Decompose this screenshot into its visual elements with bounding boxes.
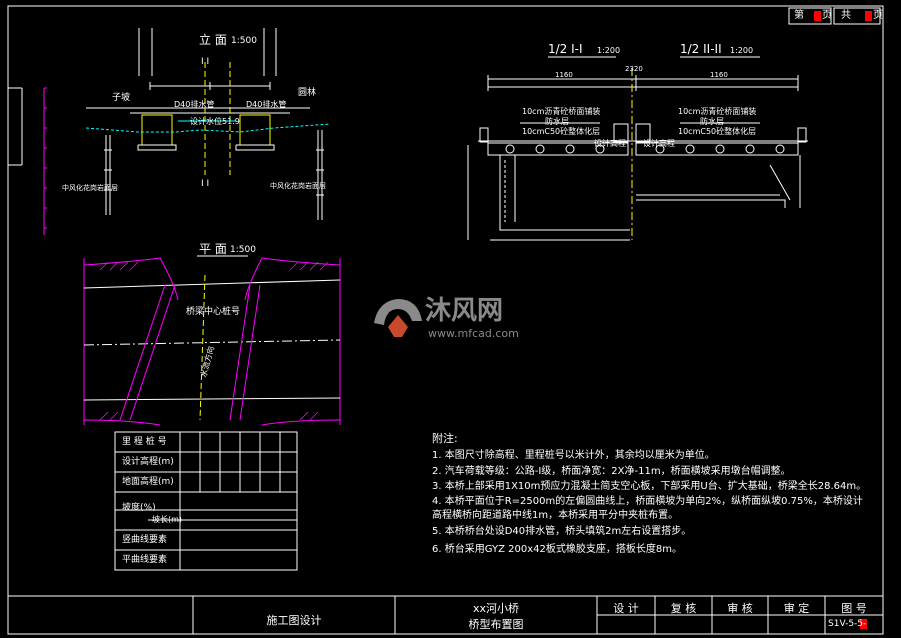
- project-name: xx河小桥: [472, 602, 520, 615]
- watermark-brand: 沐风网: [425, 296, 504, 326]
- rock-note-left: 中风化花岗岩面层: [62, 184, 118, 192]
- left-design-elev: 设计高程: [594, 139, 626, 148]
- section-right-scale: 1:200: [730, 46, 754, 55]
- note-1: 1. 本图尺寸除高程、里程桩号以米计外，其余均以厘米为单位。: [432, 450, 715, 461]
- table-row-length: 坡长(m): [152, 515, 183, 524]
- notes-heading: 附注:: [432, 432, 458, 445]
- drawing-name: 桥型布置图: [468, 618, 524, 631]
- right-layer-3: 10cmC50砼整体化层: [678, 127, 757, 136]
- watermark-logo-icon: [374, 299, 422, 337]
- drawing-no: S1V-5-5-: [828, 619, 867, 629]
- note-4-cont: 高程横桥向距道路中线1m，本桥采用平分中夹桩布置。: [432, 510, 679, 521]
- left-layer-3: 10cmC50砼整体化层: [522, 127, 601, 136]
- drawing-no-label: 图 号: [841, 602, 867, 615]
- design-stage: 施工图设计: [266, 614, 322, 627]
- table-row-stake: 里 程 桩 号: [122, 437, 167, 447]
- section-left-title: 1/2 I-I: [548, 42, 583, 56]
- note-5: 5. 本桥桥台处设D40排水管，桥头填筑2m左右设置搭步。: [432, 526, 692, 537]
- approve-label: 审 定: [783, 602, 810, 615]
- table-row-ground-elev: 地面高程(m): [122, 477, 174, 487]
- review-label: 复 核: [670, 602, 697, 615]
- left-layer-2: 防水层: [545, 117, 569, 126]
- table-row-vcurve: 竖曲线要素: [122, 535, 168, 545]
- page-label: 第: [794, 10, 804, 21]
- total-label: 共: [841, 10, 851, 21]
- drain-left-label: D40排水管: [174, 100, 215, 109]
- right-layer-2: 防水层: [700, 117, 724, 126]
- dim-left: 1160: [555, 71, 573, 79]
- elevation-scale: 1:500: [231, 36, 257, 46]
- rock-note-right: 中风化花岗岩面层: [270, 182, 326, 190]
- water-level-label: 设计水位51.9: [190, 117, 240, 126]
- table-row-hcurve: 平曲线要素: [122, 555, 168, 565]
- section-right-title: 1/2 II-II: [680, 42, 722, 56]
- section-mark-bottom: I I: [201, 179, 210, 189]
- design-label: 设 计: [613, 602, 639, 615]
- table-row-design-elev: 设计高程(m): [122, 457, 174, 467]
- dim-right: 1160: [710, 71, 728, 79]
- right-design-elev: 设计高程: [643, 139, 675, 148]
- section-mark-top: I I: [201, 57, 210, 67]
- bridge-center-label: 桥梁中心桩号: [186, 307, 241, 317]
- total-label-suffix: 页: [873, 10, 883, 21]
- note-2: 2. 汽车荷载等级：公路-I级，桥面净宽：2X净-11m，桥面横坡采用墩台帽调整…: [432, 466, 791, 477]
- watermark-url: www.mfcad.com: [428, 327, 519, 340]
- note-4: 4. 本桥平面位于R=2500m的左偏圆曲线上，桥面横坡为单向2%，纵桥面纵坡0…: [432, 496, 863, 507]
- plan-scale: 1:500: [230, 245, 256, 255]
- elevation-title: 立 面: [199, 33, 227, 47]
- note-3: 3. 本桥上部采用1X10m预应力混凝土简支空心板，下部采用U台、扩大基础，桥梁…: [432, 481, 867, 492]
- check-label: 审 核: [727, 602, 753, 615]
- elevation-left-label: 子坡: [112, 93, 131, 103]
- dim-total: 2320: [625, 65, 643, 73]
- right-layer-1: 10cm沥青砼桥面铺装: [678, 107, 757, 116]
- left-layer-1: 10cm沥青砼桥面铺装: [522, 107, 601, 116]
- page-label-suffix: 页: [822, 10, 832, 21]
- drain-right-label: D40排水管: [246, 100, 287, 109]
- table-row-grade: 坡度(%): [122, 503, 156, 513]
- section-left-scale: 1:200: [597, 46, 621, 55]
- plan-title: 平 面: [199, 242, 227, 256]
- note-6: 6. 桥台采用GYZ 200x42板式橡胶支座，搭板长度8m。: [432, 544, 682, 555]
- elevation-right-label: 圆林: [298, 88, 317, 98]
